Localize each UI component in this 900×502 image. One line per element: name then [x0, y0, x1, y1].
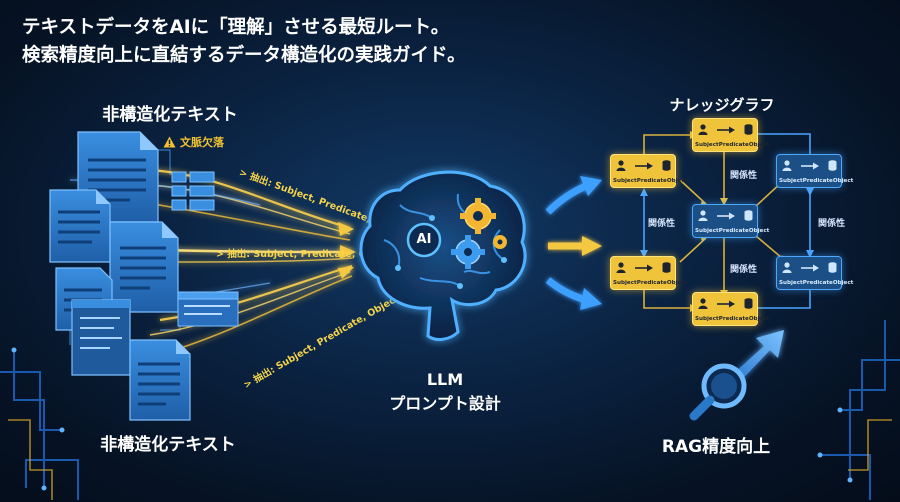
node-subject: Subject	[613, 178, 637, 184]
prompt-design-label: プロンプト設計	[389, 394, 501, 413]
arrow-icon	[800, 264, 819, 271]
node-predicate: Predicate	[718, 142, 749, 148]
node-subject: Subject	[613, 280, 637, 286]
node-object: Object	[748, 228, 770, 234]
unstructured-text-label-bottom: 非構造化テキスト	[100, 435, 236, 455]
arrow-icon	[634, 162, 653, 169]
node-object: Object	[666, 280, 688, 286]
node-subject: Subject	[779, 178, 803, 184]
arrow-icon	[634, 264, 653, 271]
ai-badge: AI	[416, 232, 432, 247]
relation-label-3: 関係性	[818, 219, 846, 229]
person-icon	[782, 262, 791, 273]
node-object: Object	[748, 316, 770, 322]
person-icon	[782, 160, 791, 171]
relation-label-2: 関係性	[648, 219, 676, 229]
relation-label-1: 関係性	[730, 171, 758, 181]
arrow-icon	[716, 212, 735, 219]
person-icon	[616, 262, 625, 273]
node-predicate: Predicate	[802, 178, 833, 184]
arrow-icon	[716, 126, 735, 133]
node-object: Object	[832, 280, 854, 286]
table-icon	[171, 171, 215, 211]
node-predicate: Predicate	[802, 280, 833, 286]
node-object: Object	[832, 178, 854, 184]
arrow-icon	[716, 300, 735, 307]
database-icon	[662, 262, 670, 273]
knowledge-graph-label: ナレッジグラフ	[669, 96, 775, 114]
rag-accuracy-label: RAG精度向上	[661, 437, 771, 457]
person-icon	[698, 298, 707, 309]
node-predicate: Predicate	[636, 280, 667, 286]
node-object: Object	[748, 142, 770, 148]
database-icon	[662, 160, 670, 171]
node-predicate: Predicate	[636, 178, 667, 184]
node-object: Object	[666, 178, 688, 184]
person-icon	[698, 124, 707, 135]
database-icon	[828, 262, 836, 273]
llm-title: LLM	[426, 370, 464, 389]
node-subject: Subject	[695, 228, 719, 234]
node-predicate: Predicate	[718, 228, 749, 234]
warning-icon	[163, 136, 176, 148]
arrow-icon	[800, 162, 819, 169]
database-icon	[744, 124, 752, 135]
node-subject: Subject	[695, 316, 719, 322]
node-predicate: Predicate	[718, 316, 749, 322]
context-missing-warning: 文脈欠落	[163, 134, 224, 150]
database-icon	[744, 298, 752, 309]
gear-icon	[460, 198, 496, 234]
warning-label: 文脈欠落	[180, 136, 224, 149]
node-subject: Subject	[695, 142, 719, 148]
database-icon	[744, 210, 752, 221]
person-icon	[698, 210, 707, 221]
node-subject: Subject	[779, 280, 803, 286]
extract-label-2: > 抽出: Subject, Predicate, Object	[216, 249, 394, 260]
headline-line-2: 検索精度向上に直結するデータ構造化の実践ガイド。	[22, 45, 466, 66]
unstructured-text-label-top: 非構造化テキスト	[102, 105, 238, 125]
magnifier-icon	[689, 363, 747, 421]
database-icon	[828, 160, 836, 171]
person-icon	[616, 160, 625, 171]
brain-icon	[359, 170, 527, 341]
relation-label-4: 関係性	[730, 265, 758, 275]
headline-line-1: テキストデータをAIに「理解」させる最短ルート。	[22, 17, 450, 38]
rag-improvement-icon	[689, 330, 784, 421]
